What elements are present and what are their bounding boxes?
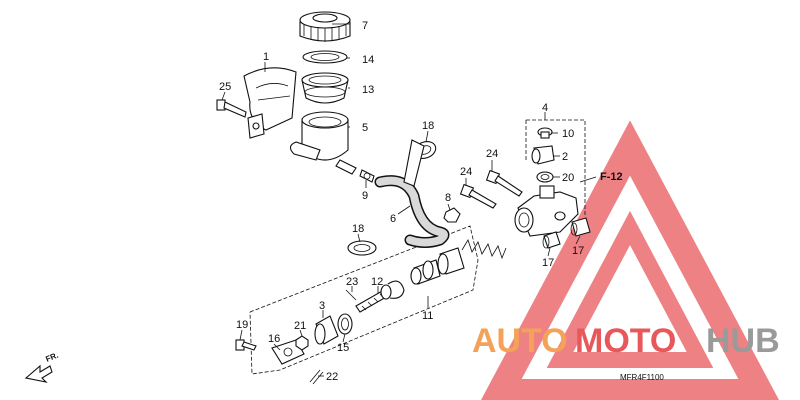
callout-7: 7 bbox=[362, 20, 368, 32]
bolt-24-right bbox=[485, 169, 523, 197]
piston bbox=[410, 259, 441, 285]
cotter-pin-22 bbox=[309, 369, 324, 385]
callout-2: 2 bbox=[562, 151, 568, 163]
leader-lines bbox=[221, 23, 597, 377]
watermark-text-hub: HUB bbox=[706, 322, 780, 360]
callout-25: 25 bbox=[219, 81, 231, 93]
piston-cup bbox=[437, 247, 465, 275]
callout-19: 19 bbox=[236, 319, 248, 331]
spring bbox=[461, 239, 507, 260]
reservoir-body bbox=[289, 111, 357, 175]
ring-15 bbox=[337, 313, 353, 335]
callout-11: 11 bbox=[422, 310, 433, 322]
callout-18-upper: 18 bbox=[422, 120, 434, 132]
callout-18-lower: 18 bbox=[352, 223, 364, 235]
reference-f12: F-12 bbox=[600, 171, 623, 183]
callout-21: 21 bbox=[294, 320, 306, 332]
joint-2 bbox=[531, 145, 555, 165]
callout-10: 10 bbox=[562, 128, 574, 140]
hose-clip-9 bbox=[359, 169, 375, 183]
master-cylinder-body bbox=[514, 185, 579, 237]
watermark-text: AUTO MOTO HUB bbox=[472, 322, 780, 360]
nut-8 bbox=[443, 207, 461, 223]
callout-12: 12 bbox=[371, 276, 383, 288]
reservoir-cap bbox=[299, 11, 351, 42]
assembly-outline-11 bbox=[249, 225, 479, 375]
drawing-code: MFR4F1100 bbox=[620, 373, 664, 382]
front-arrow-icon bbox=[24, 364, 53, 383]
callout-16: 16 bbox=[268, 333, 280, 345]
reservoir-hose bbox=[374, 139, 450, 248]
reservoir-diaphragm bbox=[301, 72, 349, 104]
pin-19 bbox=[235, 339, 257, 351]
bolt-24-left bbox=[459, 183, 497, 209]
callout-17-left: 17 bbox=[542, 257, 554, 269]
screw-10 bbox=[537, 127, 553, 139]
callout-6: 6 bbox=[390, 213, 396, 225]
callout-20: 20 bbox=[562, 172, 574, 184]
boot-17-right bbox=[570, 217, 591, 237]
watermark-logo bbox=[481, 120, 779, 400]
push-rod-12 bbox=[355, 284, 392, 313]
o-ring-20 bbox=[536, 171, 554, 183]
assembly-outline-4 bbox=[525, 119, 586, 215]
reservoir-plate bbox=[302, 50, 348, 64]
callouts: 1 2 3 4 5 6 7 8 9 10 11 12 13 14 15 16 1… bbox=[219, 20, 584, 383]
circlip bbox=[387, 280, 405, 299]
callout-24-right: 24 bbox=[486, 148, 498, 160]
watermark-text-auto: AUTO bbox=[472, 322, 568, 360]
bolt-25 bbox=[216, 99, 247, 118]
callout-14: 14 bbox=[362, 54, 374, 66]
callout-9: 9 bbox=[362, 190, 368, 202]
front-label: FR. bbox=[44, 351, 59, 364]
callout-8: 8 bbox=[445, 192, 451, 204]
boot-17-left bbox=[542, 231, 561, 249]
callout-24-left: 24 bbox=[460, 166, 472, 178]
boot-3 bbox=[314, 315, 339, 345]
callout-4: 4 bbox=[542, 102, 548, 114]
callout-13: 13 bbox=[362, 84, 374, 96]
callout-5: 5 bbox=[362, 122, 368, 134]
callout-15: 15 bbox=[337, 342, 349, 354]
hose-clamp-lower bbox=[347, 240, 377, 256]
watermark-text-moto: MOTO bbox=[575, 322, 676, 360]
callout-22: 22 bbox=[326, 371, 338, 383]
callout-3: 3 bbox=[319, 300, 325, 312]
callout-1: 1 bbox=[263, 51, 269, 63]
pin-23 bbox=[345, 289, 357, 301]
callout-17-right: 17 bbox=[572, 245, 584, 257]
callout-23: 23 bbox=[346, 276, 358, 288]
reservoir-cover bbox=[243, 67, 297, 139]
